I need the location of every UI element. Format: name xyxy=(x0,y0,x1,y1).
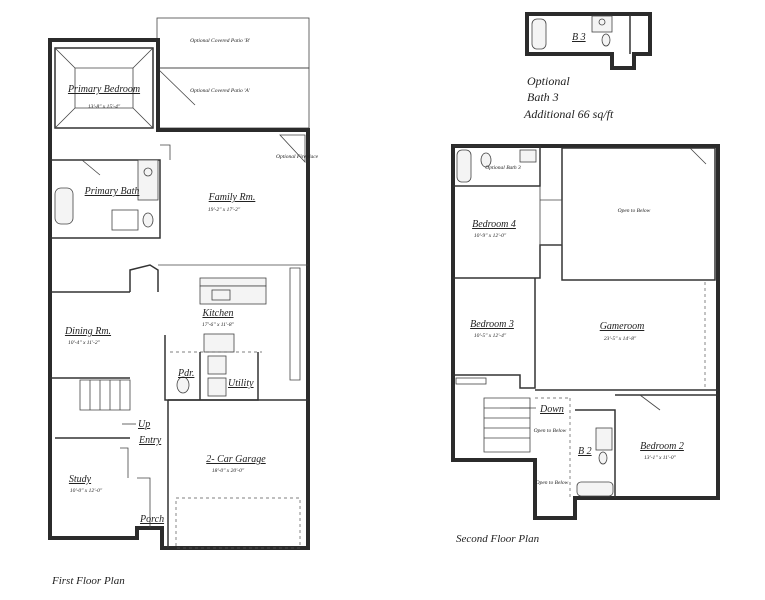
garage-dim: 18'-0" x 20'-0" xyxy=(212,468,245,474)
open-to-below-top xyxy=(561,147,716,281)
bedroom-4-dim: 10'-9" x 12'-0" xyxy=(474,233,507,239)
second-floor-stair xyxy=(483,397,531,453)
up-label: Up xyxy=(138,419,150,430)
bedroom-3-dim: 10'-5" x 12'-4" xyxy=(474,332,507,339)
bath2-tub-icon xyxy=(576,481,614,497)
pdr-toilet-icon xyxy=(176,376,190,394)
primary-bedroom-dim: 13'-8" x 15'-4" xyxy=(88,103,121,110)
study-dim: 10'-0" x 12'-0" xyxy=(70,488,103,494)
first-floor-title: First Floor Plan xyxy=(51,575,125,587)
family-room-label: Family Rm. xyxy=(208,192,256,203)
garage-door xyxy=(175,497,301,549)
bedroom-2-dim: 13'-1" x 11'-0" xyxy=(644,455,677,461)
range-icon xyxy=(203,333,235,353)
bath3-tub-icon xyxy=(531,18,547,50)
sink-icon xyxy=(137,159,159,201)
dining-room-label: Dining Rm. xyxy=(64,326,111,337)
study-label: Study xyxy=(69,474,92,485)
bath3-title-line3: Additional 66 sq/ft xyxy=(523,107,614,121)
open-to-below-stair2-label: Open to Below xyxy=(536,480,569,486)
primary-bedroom-outline xyxy=(54,47,154,129)
bath2-outline xyxy=(575,409,616,498)
first-floor-exterior xyxy=(48,38,310,550)
fireplace-icon xyxy=(279,134,306,164)
kitchen-island xyxy=(199,285,267,305)
bedroom-3-label: Bedroom 3 xyxy=(470,319,514,330)
first-floor-plan xyxy=(48,17,310,550)
primary-bath-label: Primary Bath xyxy=(84,186,140,197)
bath3-title-line2: Bath 3 xyxy=(527,90,559,104)
gameroom-dim: 23'-5" x 14'-8" xyxy=(604,335,637,342)
covered-patio-b-label: Optional Covered Patio 'B' xyxy=(190,38,251,44)
bath3-inset-label: B 3 xyxy=(572,32,586,43)
pdr-label: Pdr. xyxy=(177,368,194,379)
bath3-title-line1: Optional xyxy=(527,74,570,88)
kitchen-dim: 17'-6" x 11'-8" xyxy=(202,322,235,328)
entry-label: Entry xyxy=(138,435,162,446)
bathtub-icon xyxy=(54,187,74,225)
sf-bath3-toilet-icon xyxy=(480,152,492,168)
open-to-below-top-label: Open to Below xyxy=(618,208,651,214)
bath3-sink-icon xyxy=(591,15,613,33)
primary-bath-outline xyxy=(50,159,161,239)
primary-bedroom-label: Primary Bedroom xyxy=(67,84,140,95)
open-to-below-stair-label: Open to Below xyxy=(534,428,567,434)
bath2-sink-icon xyxy=(595,427,613,451)
bath-2-label: B 2 xyxy=(578,446,592,457)
washer-icon xyxy=(207,355,227,375)
kitchen-label: Kitchen xyxy=(201,308,233,319)
first-floor-stair xyxy=(79,379,131,411)
sf-optional-bath3-label: Optional Bath 3 xyxy=(485,165,521,171)
bedroom-4-label: Bedroom 4 xyxy=(472,219,516,230)
kitchen-counter xyxy=(199,277,267,287)
hall-angle xyxy=(129,264,159,292)
optional-bath3-inset xyxy=(525,12,652,70)
toilet-icon xyxy=(142,212,154,228)
dining-room-dim: 10'-4" x 11'-2" xyxy=(68,339,101,346)
down-label: Down xyxy=(539,404,564,415)
covered-patio-a-label: Optional Covered Patio 'A' xyxy=(190,88,251,94)
second-floor-plan xyxy=(451,144,720,520)
covered-patio-a xyxy=(156,67,310,129)
fireplace-label: Optional Fireplace xyxy=(276,154,319,160)
family-room-dim: 19'-2" x 17'-2" xyxy=(208,207,241,213)
bath3-toilet-icon xyxy=(601,33,611,47)
garage-label: 2- Car Garage xyxy=(206,454,266,465)
porch-label: Porch xyxy=(139,514,164,525)
utility-label: Utility xyxy=(228,378,254,389)
sf-bath3-tub-icon xyxy=(456,149,472,183)
second-floor-title: Second Floor Plan xyxy=(456,533,540,545)
gameroom-label: Gameroom xyxy=(600,321,645,332)
second-floor-exterior xyxy=(451,144,720,520)
kitchen-sink-icon xyxy=(211,289,231,301)
bedroom-2-label: Bedroom 2 xyxy=(640,441,684,452)
bath2-toilet-icon xyxy=(598,451,608,465)
dryer-icon xyxy=(207,377,227,397)
